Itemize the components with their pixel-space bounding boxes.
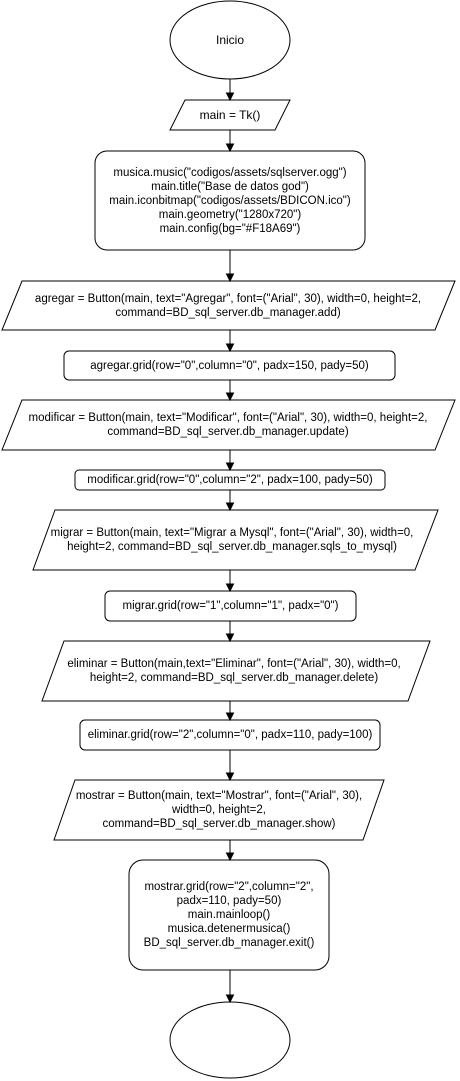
mostrar-button-label: mostrar = Button(main, text="Mostrar", f… xyxy=(75,790,363,830)
migrar-button-io-shape xyxy=(32,509,439,571)
eliminar-grid-label: eliminar.grid(row="2",column="0", padx=1… xyxy=(87,729,373,741)
start-label: Inicio xyxy=(215,33,244,47)
main-tk-io-shape xyxy=(169,99,291,131)
eliminar-button-label: eliminar = Button(main,text="Eliminar", … xyxy=(67,658,401,684)
main-tk-label: main = Tk() xyxy=(199,108,261,122)
modificar-grid-label: modificar.grid(row="0",column="2", padx=… xyxy=(87,474,373,486)
agregar-button-io-shape xyxy=(1,280,456,331)
agregar-button-label: agregar = Button(main, text="Agregar", f… xyxy=(34,292,422,319)
final-block-label: mostrar.grid(row="2",column="2", padx=11… xyxy=(143,881,315,949)
modificar-button-label: modificar = Button(main, text="Modificar… xyxy=(28,412,428,438)
eliminar-button-io-shape xyxy=(41,640,431,702)
modificar-button-io-shape xyxy=(1,399,456,451)
connector-arrows xyxy=(225,79,235,1004)
migrar-grid-label: migrar.grid(row="1",column="1", padx="0"… xyxy=(122,600,339,612)
setup-label: musica.music("codigos/assets/sqlserver.o… xyxy=(109,166,351,235)
final-process-shape xyxy=(128,859,330,971)
agregar-grid-label: agregar.grid(row="0",column="0", padx=15… xyxy=(90,359,369,372)
migrar-button-label: migrar = Button(main, text="Migrar a Mys… xyxy=(50,527,414,553)
end-label xyxy=(170,1002,290,1078)
mostrar-button-io-shape xyxy=(53,779,385,841)
